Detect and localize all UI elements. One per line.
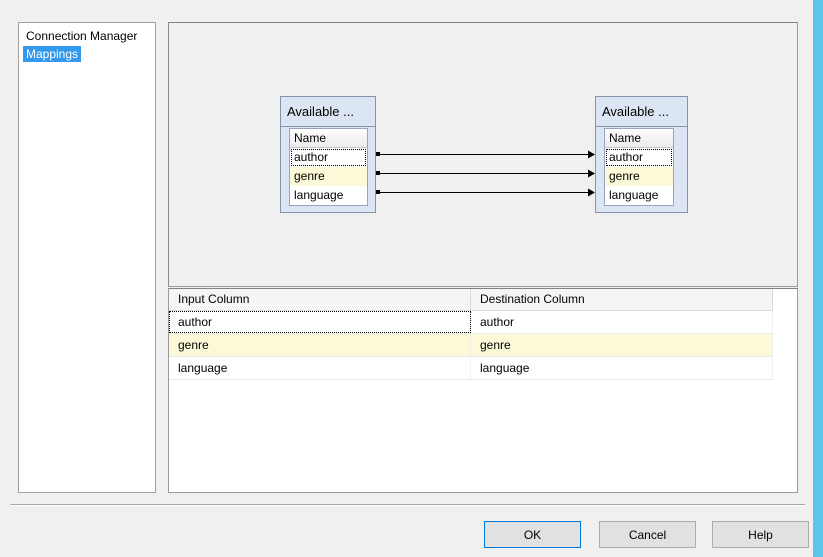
- mapping-arrows: [376, 150, 595, 197]
- mapping-arrow-author[interactable]: [376, 150, 595, 159]
- input-column-cell[interactable]: genre: [169, 334, 471, 356]
- sidebar-item-connection-manager[interactable]: Connection Manager: [19, 27, 155, 45]
- sidebar-item-label: Mappings: [23, 46, 82, 62]
- destination-column-language[interactable]: language: [605, 186, 673, 205]
- destination-column-author[interactable]: author: [605, 148, 673, 167]
- mapping-diagram-panel: Available ... Name author genre language…: [168, 22, 798, 287]
- column-header-destination-column: Destination Column: [471, 289, 773, 311]
- source-list-header: Name: [290, 129, 367, 148]
- sidebar-item-mappings[interactable]: Mappings: [19, 45, 155, 63]
- mapping-grid-header: Input Column Destination Column: [169, 289, 797, 311]
- source-column-genre[interactable]: genre: [290, 167, 367, 186]
- dialog-page-list: Connection Manager Mappings: [18, 22, 156, 493]
- source-column-list: Name author genre language: [289, 128, 368, 206]
- grid-row-author: author author: [169, 311, 773, 334]
- grid-row-language: language language: [169, 357, 773, 380]
- destination-column-cell[interactable]: language: [471, 357, 773, 379]
- footer-separator: [10, 504, 805, 506]
- mapping-arrow-language[interactable]: [376, 188, 595, 197]
- source-column-author[interactable]: author: [290, 148, 367, 167]
- destination-list-header: Name: [605, 129, 673, 148]
- destination-column-cell[interactable]: author: [471, 311, 773, 333]
- mapping-grid: Input Column Destination Column author a…: [168, 288, 798, 493]
- destination-column-genre[interactable]: genre: [605, 167, 673, 186]
- window-edge-strip: [813, 0, 823, 557]
- source-table-title[interactable]: Available ...: [281, 97, 375, 127]
- input-column-cell[interactable]: language: [169, 357, 471, 379]
- grid-row-genre: genre genre: [169, 334, 773, 357]
- sidebar-item-label: Connection Manager: [26, 29, 138, 43]
- help-button[interactable]: Help: [712, 521, 809, 548]
- source-column-language[interactable]: language: [290, 186, 367, 205]
- cancel-button[interactable]: Cancel: [599, 521, 696, 548]
- destination-table-title[interactable]: Available ...: [596, 97, 687, 127]
- destination-column-list: Name author genre language: [604, 128, 674, 206]
- column-header-input-column: Input Column: [169, 289, 471, 311]
- input-column-cell[interactable]: author: [169, 311, 471, 333]
- destination-column-cell[interactable]: genre: [471, 334, 773, 356]
- available-input-columns-table[interactable]: Available ... Name author genre language: [280, 96, 376, 213]
- ok-button[interactable]: OK: [484, 521, 581, 548]
- available-destination-columns-table[interactable]: Available ... Name author genre language: [595, 96, 688, 213]
- mapping-arrow-genre[interactable]: [376, 169, 595, 178]
